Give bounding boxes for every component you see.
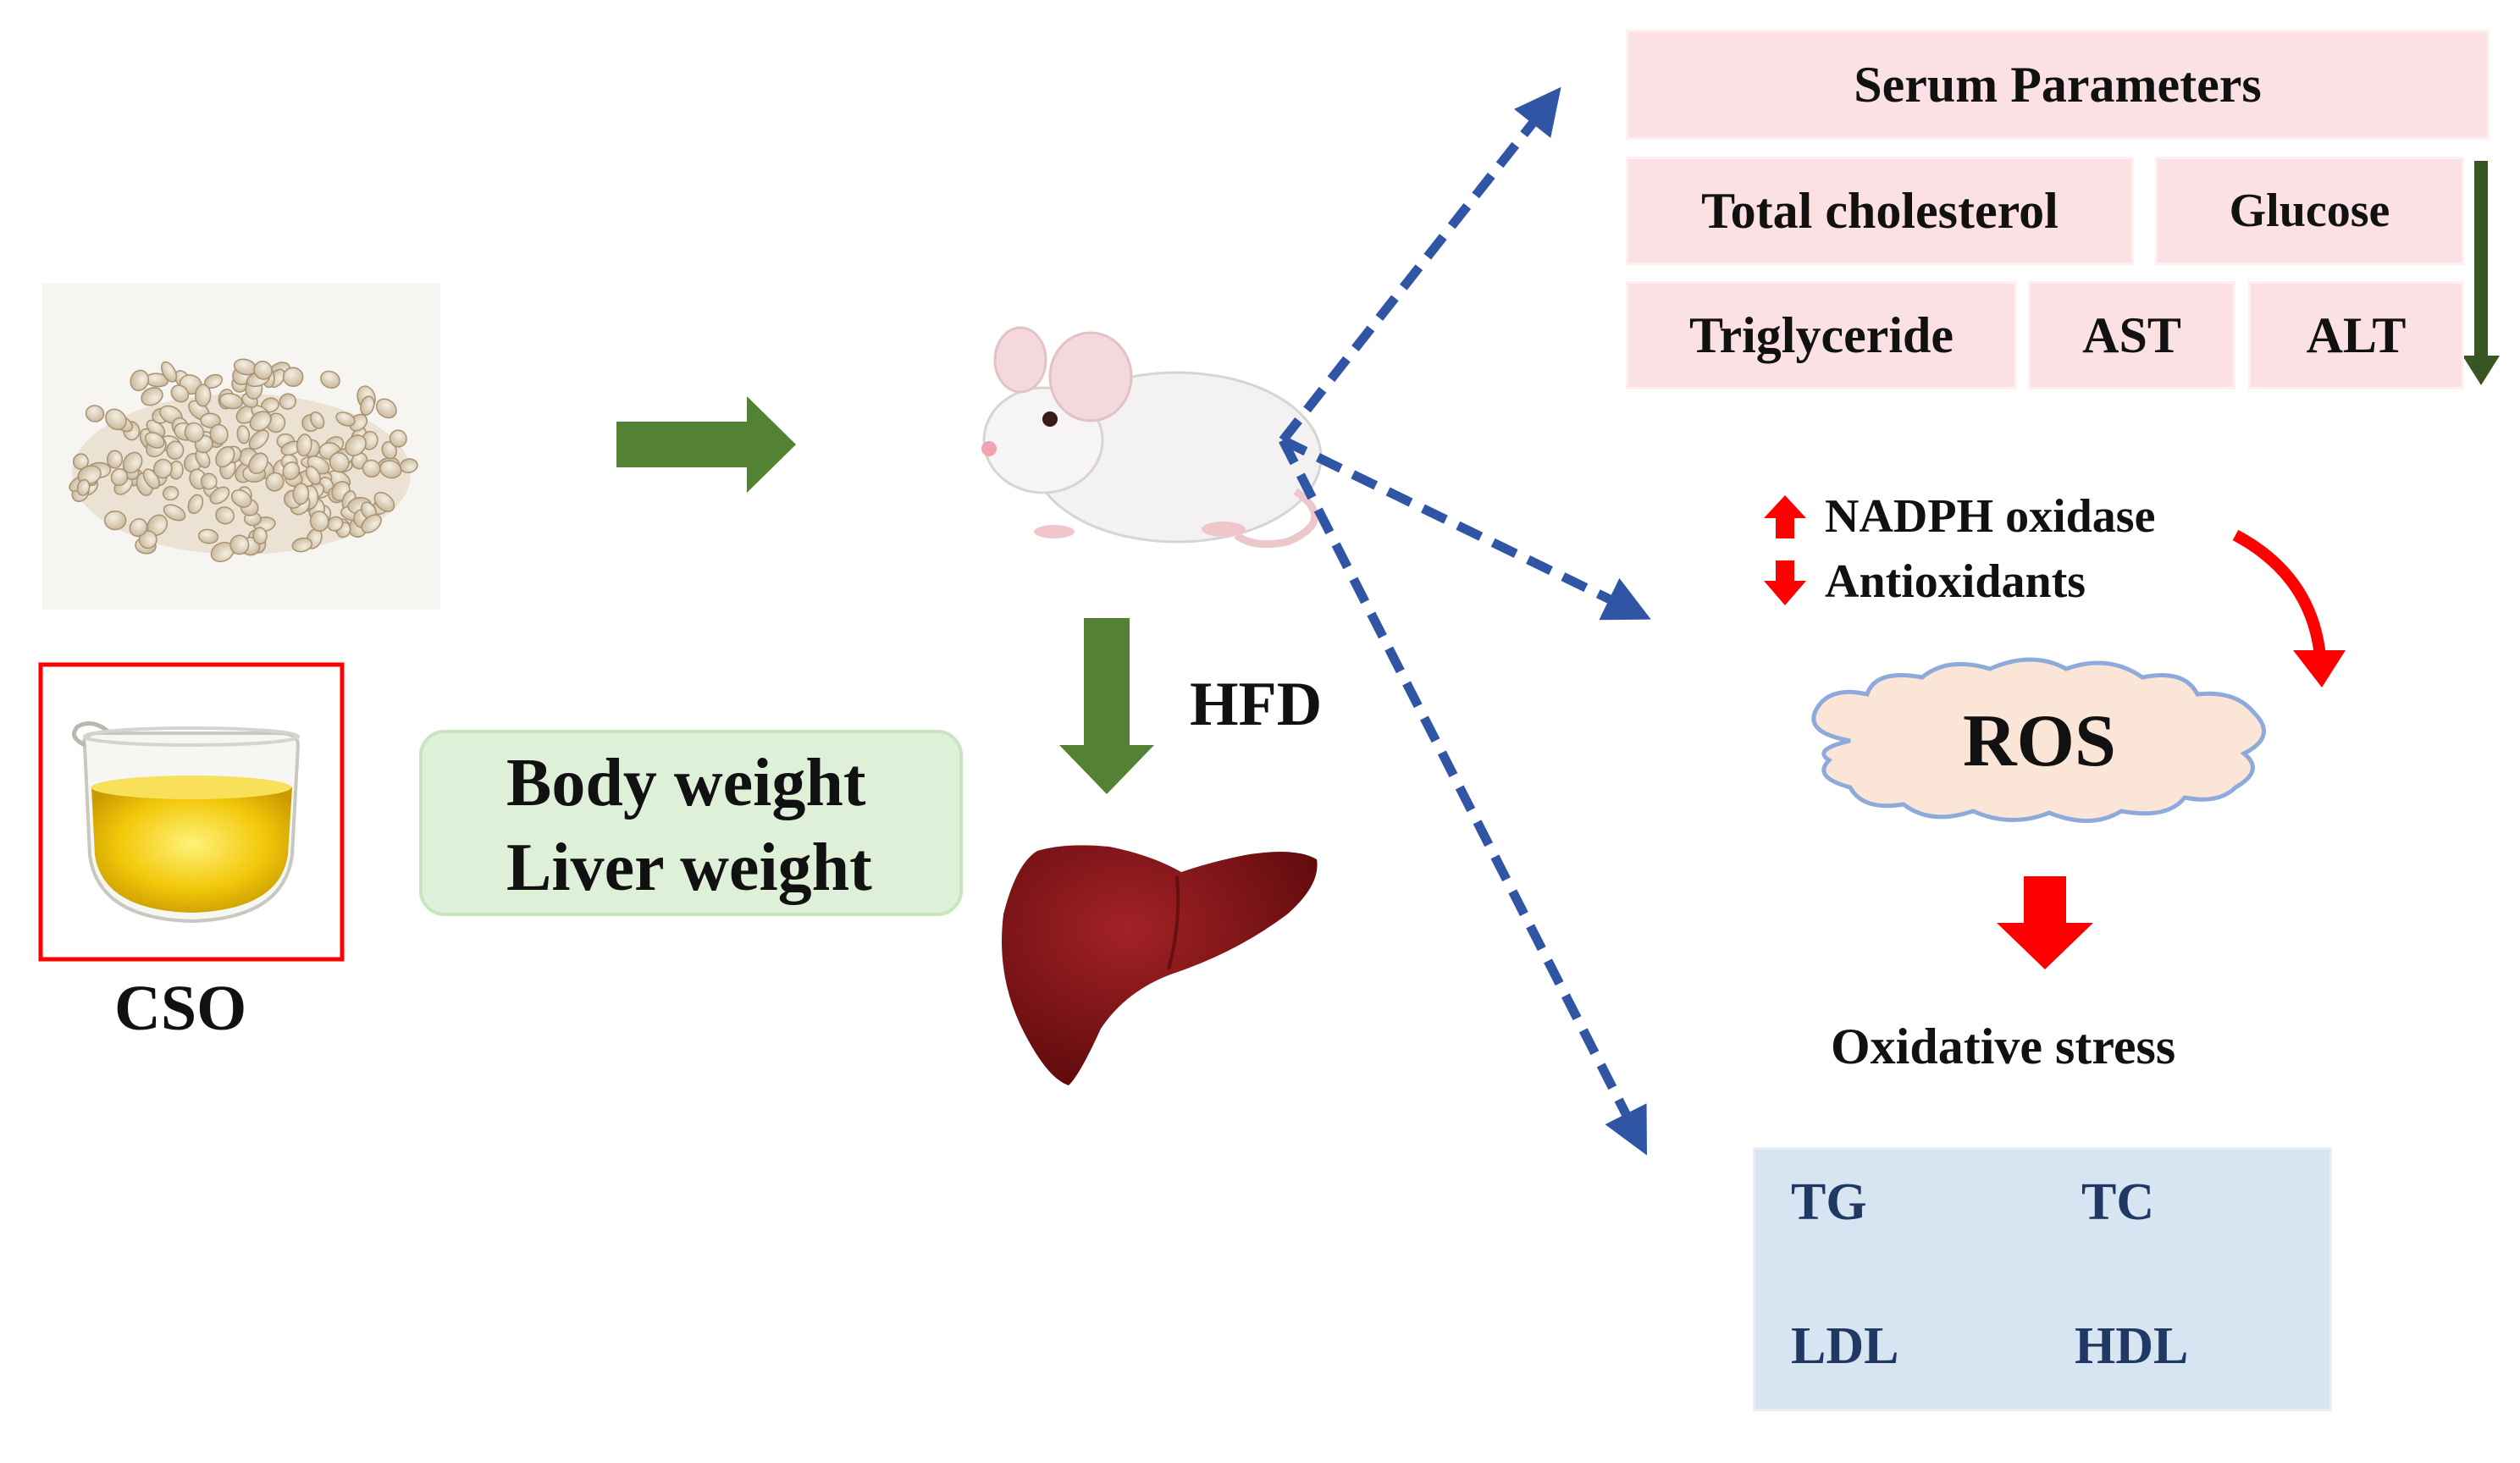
ldl-label: LDL [1791, 1317, 1899, 1375]
hfd-label: HFD [1190, 670, 1323, 739]
ros-cloud [1811, 657, 2266, 823]
lipid-panel [1753, 1147, 2332, 1411]
tc-label: TC [2081, 1173, 2155, 1231]
serum-item-ast: AST [2028, 281, 2235, 389]
serum-down-arrow [2462, 161, 2500, 385]
antioxidants-label: Antioxidants [1825, 555, 2086, 608]
serum-item-glucose: Glucose [2155, 157, 2464, 265]
ros-to-stress-arrow [1997, 876, 2093, 969]
mouse-image [981, 326, 1323, 549]
nadph-up-arrow [1764, 495, 1806, 538]
green-arrow-down [1059, 618, 1154, 794]
liver-weight-label: Liver weight [506, 831, 872, 905]
hdl-label: HDL [2075, 1317, 2189, 1375]
liver-image [1002, 845, 1318, 1085]
serum-item-total-cholesterol: Total cholesterol [1626, 157, 2134, 265]
serum-item-alt: ALT [2248, 281, 2464, 389]
antioxidants-down-arrow [1764, 560, 1806, 605]
oil-cup-image [38, 662, 345, 962]
oxidative-stress-label: Oxidative stress [1831, 1019, 2176, 1074]
body-weight-label: Body weight [506, 746, 866, 820]
nadph-oxidase-label: NADPH oxidase [1825, 490, 2156, 543]
coix-seed-image [42, 284, 440, 610]
serum-title-box: Serum Parameters [1626, 30, 2490, 140]
cso-label: CSO [114, 973, 247, 1044]
ros-label: ROS [1963, 700, 2116, 782]
curved-red-arrow [2232, 529, 2346, 687]
serum-item-triglyceride: Triglyceride [1626, 281, 2017, 389]
weight-panel [419, 730, 963, 916]
tg-label: TG [1791, 1173, 1867, 1231]
blue-dashed-arrows [1279, 86, 1651, 1156]
green-arrow-right [616, 396, 796, 493]
